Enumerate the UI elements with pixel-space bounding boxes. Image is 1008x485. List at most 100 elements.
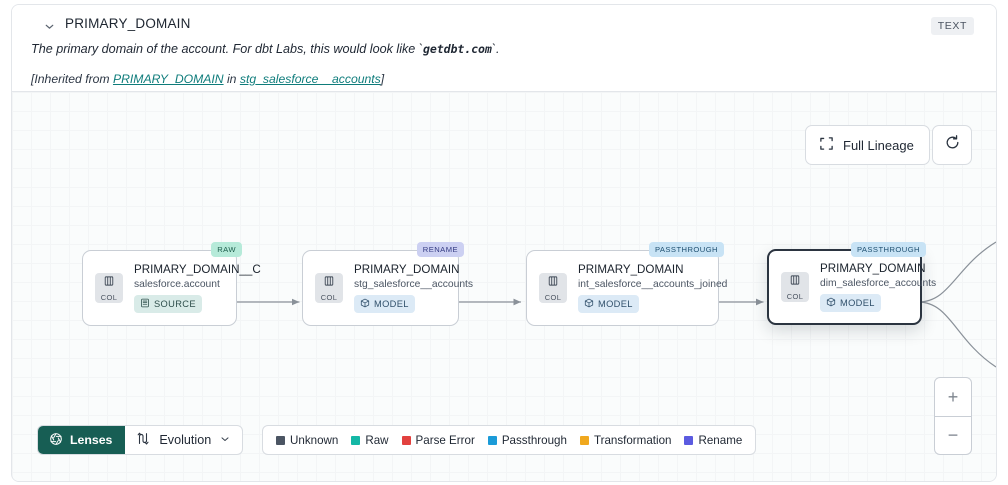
legend-item[interactable]: Passthrough bbox=[487, 433, 567, 447]
column-type-badge: TEXT bbox=[930, 17, 974, 35]
lenses-control-group: Lenses Evolution bbox=[37, 425, 244, 455]
cube-icon bbox=[360, 298, 370, 310]
lenses-button[interactable]: Lenses bbox=[38, 426, 126, 454]
inherited-model-link[interactable]: stg_salesforce__accounts bbox=[239, 72, 381, 86]
header-divider bbox=[12, 91, 996, 92]
node-kind-pill: MODEL bbox=[354, 295, 415, 313]
full-lineage-label: Full Lineage bbox=[843, 137, 914, 153]
zoom-in-button[interactable]: + bbox=[947, 386, 959, 407]
legend-label: Transformation bbox=[593, 433, 672, 447]
lineage-node[interactable]: PASSTHROUGH COL PRIMARY_DOMAIN dim_salesfor… bbox=[767, 242, 936, 325]
inherited-middle: in bbox=[223, 72, 240, 86]
database-icon bbox=[140, 298, 150, 310]
edge-out-upper bbox=[918, 241, 996, 303]
legend-swatch bbox=[401, 435, 411, 445]
evolution-dropdown[interactable]: Evolution bbox=[125, 426, 242, 454]
column-chip-label: COL bbox=[320, 293, 338, 302]
node-kind-pill: SOURCE bbox=[134, 295, 202, 313]
description-code: getdbt.com bbox=[423, 42, 492, 56]
panel-header: PRIMARY_DOMAIN TEXT The primary domain o… bbox=[12, 5, 996, 92]
columns-icon bbox=[547, 274, 559, 292]
legend-label: Unknown bbox=[290, 433, 339, 447]
node-subtitle: int_salesforce__accounts_joined bbox=[578, 279, 728, 290]
node-badge: PASSTHROUGH bbox=[648, 242, 724, 257]
legend-swatch bbox=[276, 435, 285, 445]
lineage-edges bbox=[236, 241, 996, 368]
node-title: PRIMARY_DOMAIN__C bbox=[134, 263, 261, 276]
refresh-button[interactable] bbox=[932, 125, 972, 165]
legend-label: Passthrough bbox=[501, 433, 567, 447]
backtick-open: ` bbox=[418, 42, 424, 56]
full-lineage-button[interactable]: Full Lineage bbox=[805, 125, 930, 165]
legend-item[interactable]: Transformation bbox=[579, 433, 672, 447]
legend-item[interactable]: Raw bbox=[351, 433, 389, 447]
node-badge: PASSTHROUGH bbox=[850, 242, 926, 257]
column-chip: COL bbox=[315, 273, 343, 303]
node-kind-pill: MODEL bbox=[578, 295, 639, 313]
columns-icon bbox=[323, 274, 335, 292]
node-kind-label: SOURCE bbox=[154, 299, 196, 309]
node-kind-label: MODEL bbox=[598, 299, 633, 309]
lineage-node[interactable]: PASSTHROUGH COL PRIMARY_DOMAIN int_salesfor… bbox=[526, 242, 727, 326]
legend-swatch bbox=[351, 435, 361, 445]
lineage-node[interactable]: RAW COL PRIMARY_DOMAIN__C salesforce.accoun… bbox=[82, 242, 261, 326]
node-badge: RAW bbox=[211, 242, 242, 257]
inherited-from-note: [Inherited from PRIMARY_DOMAIN in stg_sa… bbox=[31, 72, 384, 86]
column-chip-label: COL bbox=[544, 293, 562, 302]
legend-label: Parse Error bbox=[415, 433, 475, 447]
node-kind-pill: MODEL bbox=[820, 294, 881, 312]
legend-item[interactable]: Parse Error bbox=[401, 433, 475, 447]
node-subtitle: dim_salesforce_accounts bbox=[820, 278, 937, 289]
evolution-icon bbox=[136, 431, 151, 449]
evolution-label: Evolution bbox=[159, 433, 212, 447]
chevron-down-icon[interactable] bbox=[40, 17, 58, 35]
lineage-legend: Unknown Raw Parse Error Passthrough Transfor… bbox=[262, 425, 757, 455]
zoom-controls: + − bbox=[934, 377, 972, 455]
node-kind-label: MODEL bbox=[840, 298, 875, 308]
columns-icon bbox=[789, 273, 801, 291]
legend-swatch bbox=[684, 435, 694, 445]
node-title: PRIMARY_DOMAIN bbox=[820, 262, 926, 275]
description-text: The primary domain of the account. For d… bbox=[31, 42, 419, 56]
lenses-label: Lenses bbox=[70, 433, 113, 447]
node-title: PRIMARY_DOMAIN bbox=[354, 263, 460, 276]
edge-out-lower bbox=[918, 301, 996, 368]
node-title: PRIMARY_DOMAIN bbox=[578, 263, 684, 276]
node-kind-label: MODEL bbox=[374, 299, 409, 309]
column-chip: COL bbox=[781, 272, 809, 302]
inherited-prefix: [Inherited from bbox=[31, 72, 113, 86]
node-body: PRIMARY_DOMAIN int_salesforce__accounts_j… bbox=[578, 263, 727, 313]
aperture-icon bbox=[49, 432, 63, 449]
zoom-out-button[interactable]: − bbox=[935, 416, 971, 454]
chevron-down-icon bbox=[219, 433, 231, 448]
legend-swatch bbox=[487, 435, 497, 445]
cube-icon bbox=[826, 297, 836, 309]
refresh-icon bbox=[944, 134, 961, 156]
legend-item[interactable]: Unknown bbox=[276, 434, 338, 447]
node-subtitle: stg_salesforce__accounts bbox=[354, 279, 474, 290]
inherited-column-link[interactable]: PRIMARY_DOMAIN bbox=[112, 72, 224, 86]
legend-label: Raw bbox=[365, 433, 389, 447]
legend-swatch bbox=[579, 435, 589, 445]
description-period: . bbox=[496, 42, 500, 56]
lineage-node[interactable]: RENAME COL PRIMARY_DOMAIN stg_salesforce__a… bbox=[302, 242, 473, 326]
column-description: The primary domain of the account. For d… bbox=[31, 42, 500, 56]
cube-icon bbox=[584, 298, 594, 310]
expand-icon bbox=[819, 136, 834, 154]
column-chip-label: COL bbox=[786, 292, 804, 301]
node-subtitle: salesforce.account bbox=[134, 279, 220, 290]
column-detail-panel: PRIMARY_DOMAIN TEXT The primary domain o… bbox=[11, 4, 997, 482]
node-badge: RENAME bbox=[416, 242, 464, 257]
legend-item[interactable]: Rename bbox=[684, 434, 742, 447]
column-chip: COL bbox=[95, 273, 123, 303]
inherited-suffix: ] bbox=[380, 72, 385, 86]
legend-label: Rename bbox=[698, 433, 743, 447]
lineage-canvas[interactable]: Full Lineage + − RAW COL PRIMARY_DOMAIN__C… bbox=[12, 92, 996, 481]
page-title: PRIMARY_DOMAIN bbox=[65, 16, 191, 31]
columns-icon bbox=[103, 274, 115, 292]
column-chip: COL bbox=[539, 273, 567, 303]
backtick-close: ` bbox=[491, 42, 497, 56]
